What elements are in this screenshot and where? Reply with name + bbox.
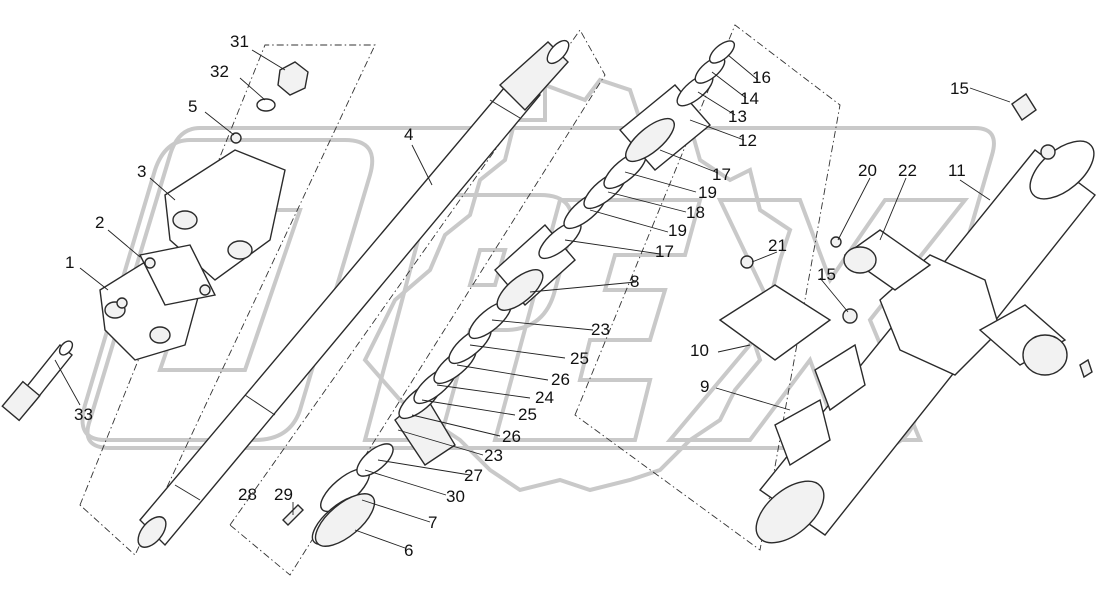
callout-19-bottom: 19	[668, 221, 687, 240]
boundary-right	[574, 24, 841, 551]
callout-23-bottom: 23	[484, 446, 503, 465]
callout-2: 2	[95, 213, 105, 232]
leader-lines	[54, 49, 1011, 549]
callout-31: 31	[230, 32, 249, 51]
callout-20: 20	[858, 161, 877, 180]
callout-17-bottom: 17	[655, 242, 674, 261]
callout-16: 16	[752, 68, 771, 87]
callout-1: 1	[65, 253, 75, 272]
callout-30: 30	[446, 487, 465, 506]
callout-27: 27	[464, 466, 483, 485]
callout-25-top: 25	[570, 349, 589, 368]
callout-5: 5	[188, 97, 198, 116]
callout-29: 29	[274, 485, 293, 504]
callout-14: 14	[740, 89, 759, 108]
callout-13: 13	[728, 107, 747, 126]
callout-22: 22	[898, 161, 917, 180]
callout-9: 9	[700, 377, 710, 396]
callout-17-top: 17	[712, 165, 731, 184]
callout-25-bottom: 25	[518, 405, 537, 424]
cylinder-barrel	[755, 140, 1096, 544]
callout-12: 12	[738, 131, 757, 150]
callout-11: 11	[948, 161, 966, 180]
callout-26-top: 26	[551, 370, 570, 389]
boundary-center	[229, 29, 606, 576]
callout-3: 3	[137, 162, 147, 181]
watermark-gear	[362, 77, 793, 493]
callout-15-top: 15	[950, 79, 969, 98]
callout-33: 33	[74, 405, 93, 424]
callout-4: 4	[404, 125, 414, 144]
valve-blocks	[718, 92, 1093, 467]
seal-stack	[311, 40, 736, 546]
callout-24: 24	[535, 388, 554, 407]
nut-and-washer	[230, 61, 309, 144]
callout-8: 8	[630, 272, 640, 291]
callout-15-mid: 15	[817, 265, 836, 284]
callout-32: 32	[210, 62, 229, 81]
watermark-letter-e	[492, 198, 703, 442]
piston-rod	[137, 39, 570, 548]
assembly-boundaries	[79, 24, 841, 576]
callout-21: 21	[768, 236, 787, 255]
boundary-left	[79, 44, 376, 556]
watermark-letter-x	[665, 198, 970, 442]
callout-28: 28	[238, 485, 257, 504]
callout-19-top: 19	[698, 183, 717, 202]
callout-10: 10	[690, 341, 709, 360]
callout-18: 18	[686, 203, 705, 222]
callout-23-top: 23	[591, 320, 610, 339]
rod-end-eye	[99, 149, 286, 361]
bolt	[1, 340, 74, 422]
callout-6: 6	[404, 541, 414, 560]
callout-7: 7	[428, 513, 438, 532]
callout-26-bottom: 26	[502, 427, 521, 446]
